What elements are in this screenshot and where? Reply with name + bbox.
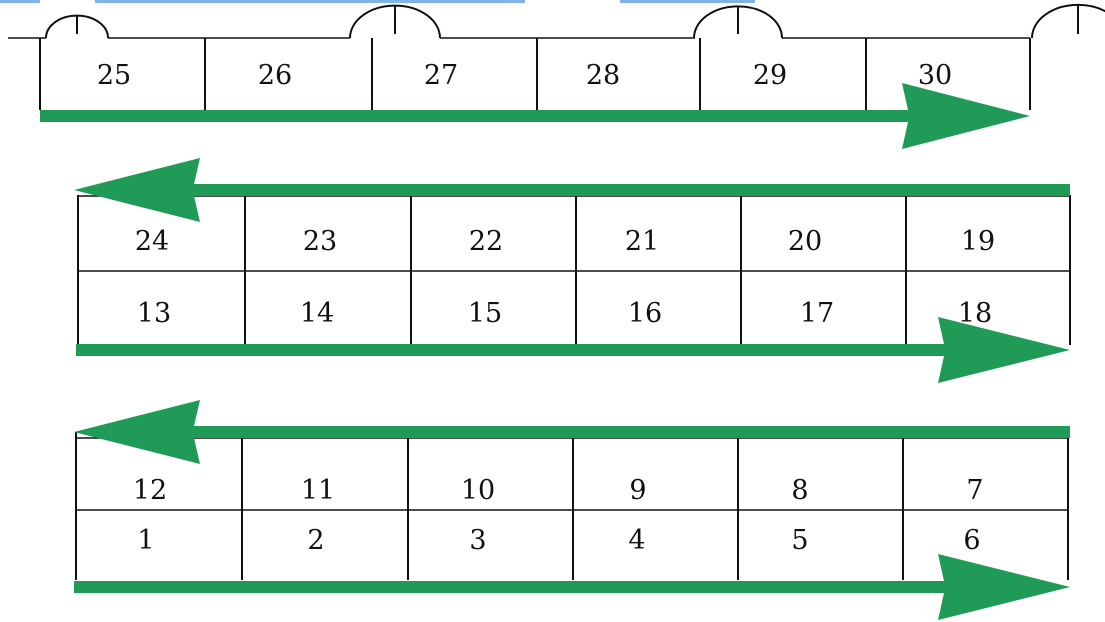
flow-arrow-right-middle-lower <box>76 317 1070 383</box>
seat-number: 6 <box>963 525 980 556</box>
seat-number: 8 <box>791 475 808 506</box>
seat-number: 19 <box>961 226 995 257</box>
seat-number: 9 <box>629 475 646 506</box>
seat-number: 28 <box>586 60 620 91</box>
seat-number: 3 <box>469 525 486 556</box>
flow-arrow-left-middle-upper <box>74 158 1070 222</box>
seat-number: 13 <box>137 298 171 329</box>
seat-number: 16 <box>628 298 662 329</box>
seat-number: 2 <box>307 525 324 556</box>
seat-number: 15 <box>468 298 502 329</box>
seat-number: 1 <box>137 525 154 556</box>
seat-number: 29 <box>753 60 787 91</box>
seat-number: 26 <box>258 60 292 91</box>
seat-number: 30 <box>918 60 952 91</box>
seat-number: 25 <box>97 60 131 91</box>
seat-number: 21 <box>625 226 659 257</box>
seat-number: 22 <box>469 226 503 257</box>
door-arch-3 <box>1032 5 1105 38</box>
seat-number: 11 <box>301 475 335 506</box>
grid-lines <box>8 5 1105 580</box>
seat-number: 5 <box>791 525 808 556</box>
seat-number: 12 <box>133 475 167 506</box>
flow-arrow-right-top <box>40 83 1030 149</box>
seat-number: 10 <box>461 475 495 506</box>
seat-number: 14 <box>300 298 334 329</box>
flow-arrows <box>40 83 1070 620</box>
seat-number: 24 <box>135 226 169 257</box>
seat-number: 27 <box>424 60 458 91</box>
seat-number: 23 <box>303 226 337 257</box>
seat-number: 7 <box>966 475 983 506</box>
seat-number: 17 <box>800 298 834 329</box>
seat-number: 4 <box>628 525 645 556</box>
seat-number: 20 <box>788 226 822 257</box>
